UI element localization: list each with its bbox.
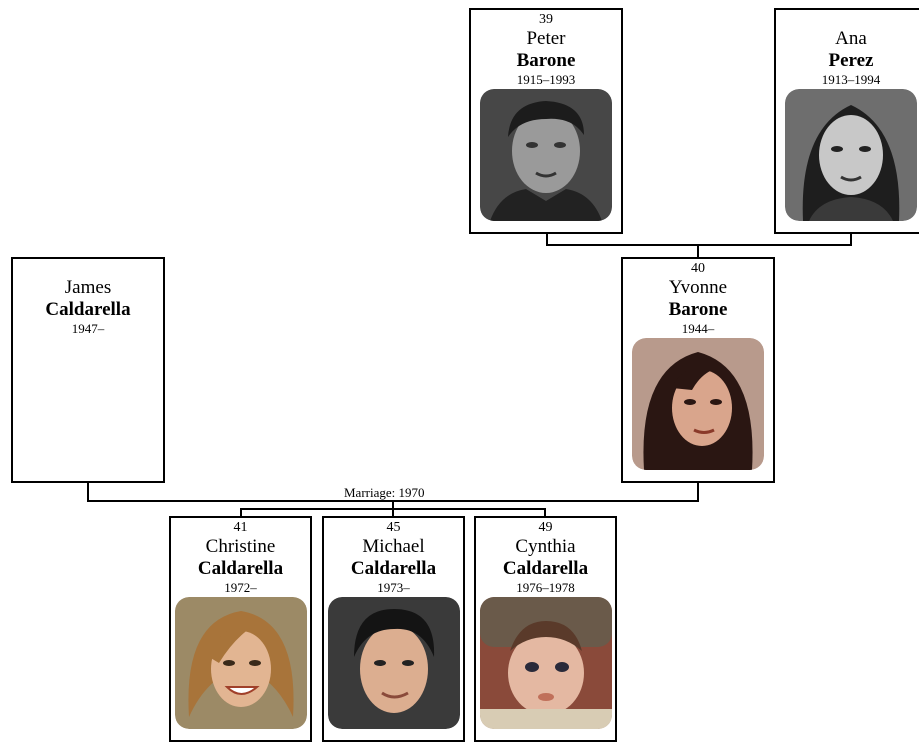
surname: Barone [516, 50, 576, 71]
portrait-photo [479, 597, 612, 729]
life-dates: 1915–1993 [516, 72, 576, 87]
person-card-james-caldarella[interactable]: James Caldarella 1947– [11, 257, 165, 483]
life-dates: 1947– [71, 321, 105, 336]
surname: Perez [828, 50, 874, 71]
portrait-photo [480, 89, 612, 221]
life-dates: 1913–1994 [821, 72, 881, 87]
surname: Caldarella [350, 558, 437, 579]
person-id: 41 [233, 520, 248, 535]
person-id [776, 12, 919, 28]
surname: Caldarella [197, 558, 284, 579]
given-name: James [64, 277, 112, 298]
given-name: Ana [835, 28, 867, 49]
person-id: 39 [539, 12, 553, 27]
life-dates: 1973– [377, 580, 410, 595]
portrait-photo [785, 89, 917, 221]
portrait-photo [632, 338, 764, 470]
person-id: 49 [538, 520, 553, 535]
person-card-ana-perez[interactable]: Ana Perez 1913–1994 [774, 8, 919, 234]
life-dates: 1944– [681, 321, 715, 336]
given-name: Michael [362, 536, 425, 557]
person-card-michael-caldarella[interactable]: 45 Michael Caldarella 1973– [322, 516, 465, 742]
given-name: Cynthia [515, 536, 576, 557]
marriage-label: Marriage: 1970 [342, 485, 427, 500]
person-id: 45 [386, 520, 401, 535]
person-card-peter-barone[interactable]: 39 Peter Barone 1915–1993 [469, 8, 623, 234]
portrait-photo [174, 597, 307, 729]
person-id: 40 [691, 261, 705, 276]
surname: Caldarella [45, 299, 131, 320]
person-card-cynthia-caldarella[interactable]: 49 Cynthia Caldarella 1976–1978 [474, 516, 617, 742]
life-dates: 1976–1978 [516, 580, 575, 595]
given-name: Yvonne [668, 277, 728, 298]
portrait-photo [327, 597, 460, 729]
person-card-christine-caldarella[interactable]: 41 Christine Caldarella 1972– [169, 516, 312, 742]
surname: Caldarella [502, 558, 589, 579]
surname: Barone [668, 299, 728, 320]
person-card-yvonne-barone[interactable]: 40 Yvonne Barone 1944– [621, 257, 775, 483]
given-name: Christine [205, 536, 276, 557]
life-dates: 1972– [224, 580, 257, 595]
person-id [13, 261, 163, 277]
given-name: Peter [526, 28, 566, 49]
